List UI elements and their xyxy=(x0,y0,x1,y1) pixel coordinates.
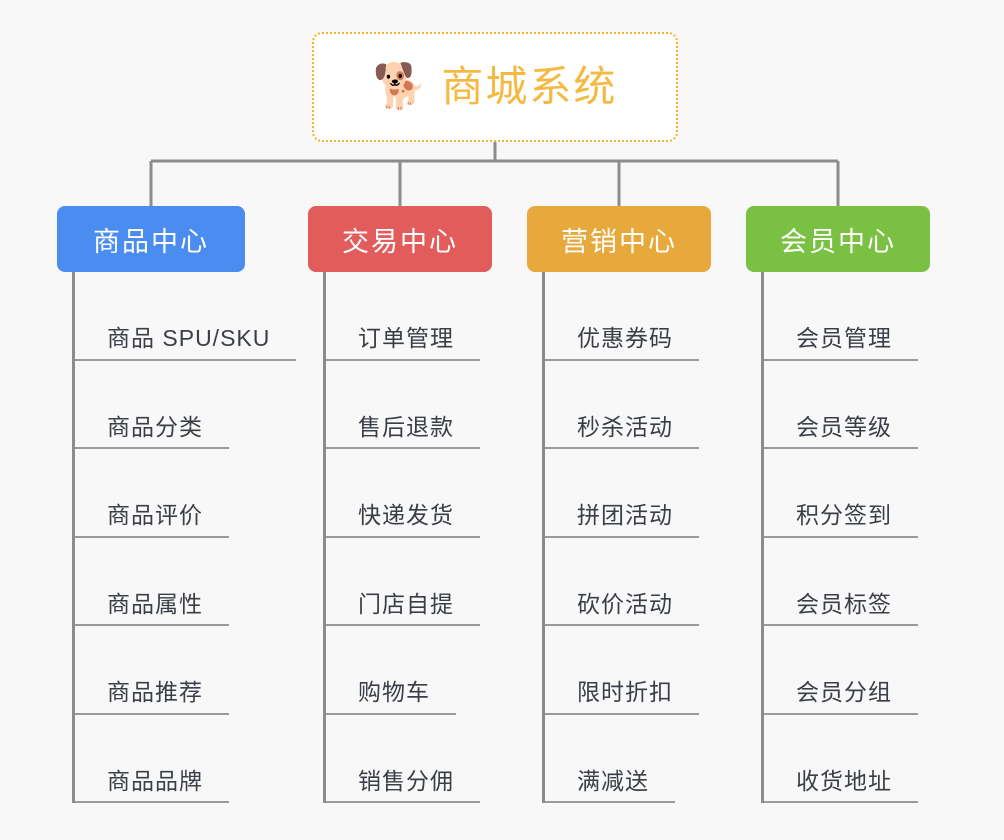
leaf-item-label: 会员分组 xyxy=(764,679,918,715)
leaf-item-label: 优惠券码 xyxy=(545,325,699,361)
leaf-item[interactable]: 商品品牌 xyxy=(75,715,245,803)
leaf-item[interactable]: 会员管理 xyxy=(764,272,930,361)
root-node[interactable]: 🐕 商城系统 xyxy=(312,32,678,142)
branch-header-trade-center[interactable]: 交易中心 xyxy=(308,206,492,272)
branch-column-member-center: 会员中心会员管理会员等级积分签到会员标签会员分组收货地址 xyxy=(746,206,930,803)
leaf-item[interactable]: 商品属性 xyxy=(75,538,245,626)
leaf-item[interactable]: 拼团活动 xyxy=(545,449,711,538)
leaf-item[interactable]: 门店自提 xyxy=(326,538,492,626)
leaf-item-label: 秒杀活动 xyxy=(545,414,699,449)
leaf-item[interactable]: 收货地址 xyxy=(764,715,930,803)
leaf-item-label: 积分签到 xyxy=(764,502,918,538)
branch-column-marketing-center: 营销中心优惠券码秒杀活动拼团活动砍价活动限时折扣满减送 xyxy=(527,206,711,803)
leaf-item[interactable]: 秒杀活动 xyxy=(545,361,711,449)
branch-item-list-trade-center: 订单管理售后退款快递发货门店自提购物车销售分佣 xyxy=(323,272,492,803)
shiba-dog-face-icon: 🐕 xyxy=(372,62,428,111)
leaf-item-label: 收货地址 xyxy=(764,768,918,803)
leaf-item-label: 购物车 xyxy=(326,679,456,715)
leaf-item-label: 砍价活动 xyxy=(545,591,699,626)
leaf-item[interactable]: 会员等级 xyxy=(764,361,930,449)
leaf-item[interactable]: 商品分类 xyxy=(75,361,245,449)
leaf-item-label: 会员管理 xyxy=(764,325,918,361)
leaf-item-label: 订单管理 xyxy=(326,325,480,361)
branch-header-label: 商品中心 xyxy=(93,226,209,257)
leaf-item[interactable]: 会员标签 xyxy=(764,538,930,626)
leaf-item[interactable]: 商品评价 xyxy=(75,449,245,538)
leaf-item[interactable]: 售后退款 xyxy=(326,361,492,449)
leaf-item[interactable]: 商品推荐 xyxy=(75,626,245,715)
leaf-item-label: 商品分类 xyxy=(75,414,229,449)
branch-header-label: 营销中心 xyxy=(561,226,677,257)
leaf-item-label: 商品品牌 xyxy=(75,768,229,803)
branch-header-label: 会员中心 xyxy=(780,226,896,257)
root-title: 商城系统 xyxy=(441,63,618,110)
leaf-item-label: 门店自提 xyxy=(326,591,480,626)
leaf-item-label: 满减送 xyxy=(545,768,675,803)
leaf-item-label: 商品 SPU/SKU xyxy=(75,325,297,361)
leaf-item-label: 售后退款 xyxy=(326,414,480,449)
leaf-item[interactable]: 满减送 xyxy=(545,715,711,803)
branch-header-member-center[interactable]: 会员中心 xyxy=(746,206,930,272)
branch-header-marketing-center[interactable]: 营销中心 xyxy=(527,206,711,272)
leaf-item[interactable]: 销售分佣 xyxy=(326,715,492,803)
leaf-item[interactable]: 购物车 xyxy=(326,626,492,715)
leaf-item[interactable]: 订单管理 xyxy=(326,272,492,361)
leaf-item-label: 商品推荐 xyxy=(75,679,229,715)
branch-header-product-center[interactable]: 商品中心 xyxy=(57,206,245,272)
branch-header-label: 交易中心 xyxy=(342,226,458,257)
branch-column-trade-center: 交易中心订单管理售后退款快递发货门店自提购物车销售分佣 xyxy=(308,206,492,803)
branch-item-list-product-center: 商品 SPU/SKU 商品分类商品评价商品属性商品推荐商品品牌 xyxy=(72,272,297,803)
leaf-item-label: 拼团活动 xyxy=(545,502,699,538)
leaf-item[interactable]: 商品 SPU/SKU xyxy=(75,272,297,361)
leaf-item-label: 商品属性 xyxy=(75,591,229,626)
leaf-item-label: 快递发货 xyxy=(326,502,480,538)
branch-item-list-marketing-center: 优惠券码秒杀活动拼团活动砍价活动限时折扣满减送 xyxy=(542,272,711,803)
leaf-item-label: 限时折扣 xyxy=(545,679,699,715)
leaf-item[interactable]: 限时折扣 xyxy=(545,626,711,715)
leaf-item[interactable]: 砍价活动 xyxy=(545,538,711,626)
leaf-item-label: 销售分佣 xyxy=(326,768,480,803)
leaf-item[interactable]: 会员分组 xyxy=(764,626,930,715)
leaf-item-label: 会员等级 xyxy=(764,414,918,449)
leaf-item-label: 会员标签 xyxy=(764,591,918,626)
branch-item-list-member-center: 会员管理会员等级积分签到会员标签会员分组收货地址 xyxy=(761,272,930,803)
leaf-item[interactable]: 优惠券码 xyxy=(545,272,711,361)
leaf-item[interactable]: 快递发货 xyxy=(326,449,492,538)
leaf-item[interactable]: 积分签到 xyxy=(764,449,930,538)
branch-column-product-center: 商品中心商品 SPU/SKU 商品分类商品评价商品属性商品推荐商品品牌 xyxy=(57,206,297,803)
leaf-item-label: 商品评价 xyxy=(75,502,229,538)
